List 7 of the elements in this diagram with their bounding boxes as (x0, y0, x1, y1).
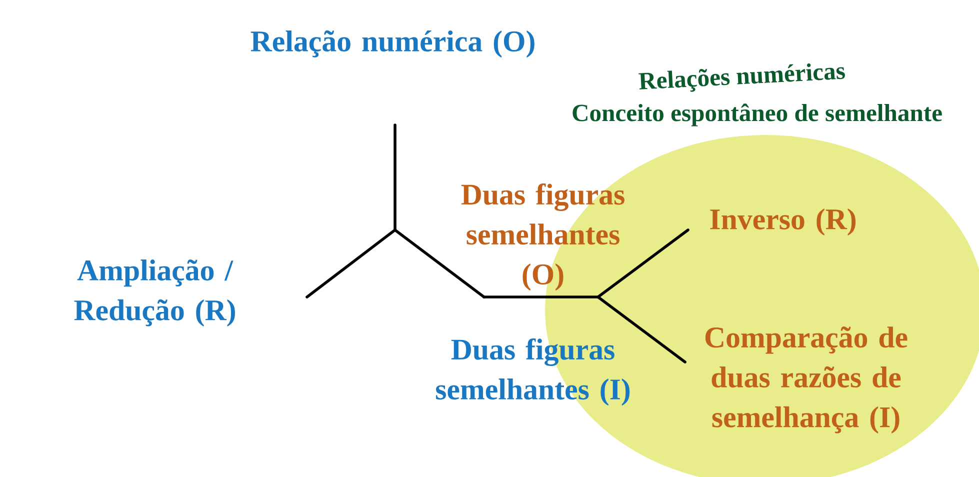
text-label: Inverso (R) (710, 208, 856, 236)
node-label: Conceito espontâneo de semelhante (572, 104, 942, 126)
text-label: Duas figuras semelhantes (O) (461, 183, 624, 291)
text-label: Ampliação / Redução (R) (74, 259, 235, 327)
node-label: Relações numéricas (638, 63, 845, 92)
text-label: Comparação de duas razões de semelhança (I) (705, 326, 908, 434)
text-label: Relação numérica (O) (250, 30, 534, 58)
